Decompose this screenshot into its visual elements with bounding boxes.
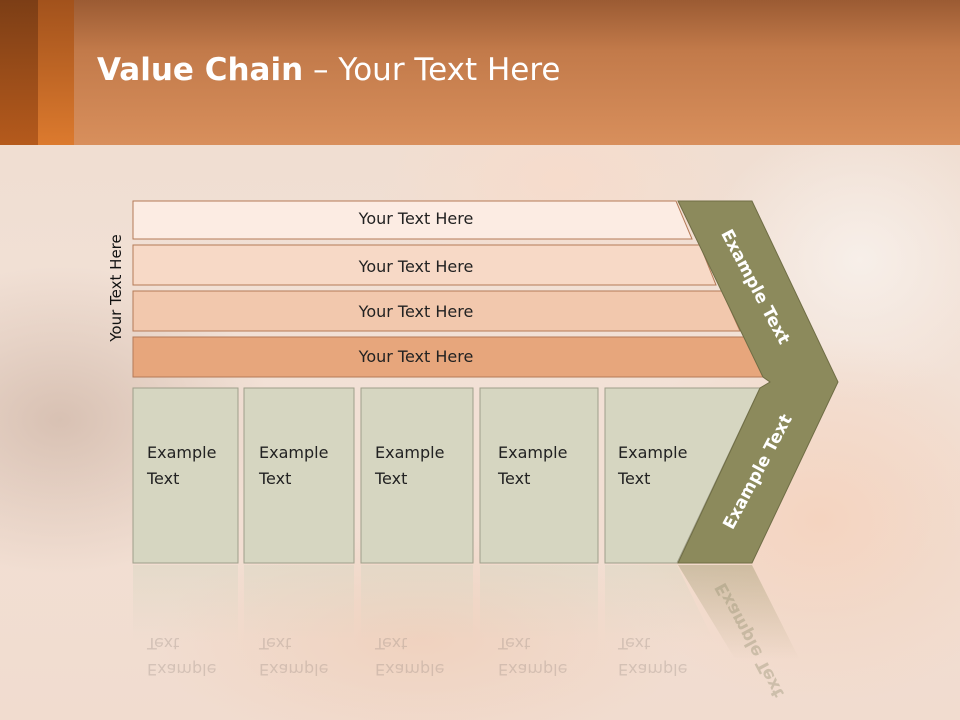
reflection-text: Example Text bbox=[498, 630, 567, 682]
box-label-line: Example bbox=[375, 443, 445, 462]
title-rest: – Your Text Here bbox=[303, 52, 561, 88]
box-label-line: Text bbox=[498, 469, 531, 488]
reflection-line: Example bbox=[498, 660, 568, 679]
reflection-box bbox=[133, 565, 238, 695]
support-row-3[interactable] bbox=[132, 290, 741, 332]
margin-chevron[interactable] bbox=[677, 200, 839, 564]
reflection-box bbox=[480, 565, 598, 695]
title-bold: Value Chain bbox=[97, 52, 304, 88]
support-row-1-label: Your Text Here bbox=[358, 209, 474, 228]
reflection-chevron bbox=[678, 565, 820, 700]
reflection-line: Example bbox=[259, 660, 329, 679]
reflection-line: Text bbox=[147, 634, 180, 653]
header-banner: Value Chain – Your Text Here bbox=[0, 0, 960, 145]
box-label-line: Example bbox=[147, 443, 217, 462]
reflection-box bbox=[605, 565, 740, 695]
primary-box-3[interactable] bbox=[360, 387, 474, 564]
primary-box-4[interactable] bbox=[479, 387, 599, 564]
primary-box-5[interactable] bbox=[604, 387, 761, 564]
primary-box-2-label: Example Text bbox=[259, 440, 328, 492]
primary-box-3-label: Example Text bbox=[375, 440, 444, 492]
reflection-line: Text bbox=[259, 634, 292, 653]
reflection-box bbox=[244, 565, 354, 695]
reflection-text: Example Text bbox=[147, 630, 216, 682]
reflection-line: Text bbox=[618, 634, 651, 653]
box-label-line: Text bbox=[259, 469, 292, 488]
box-label-line: Example bbox=[498, 443, 568, 462]
reflection-text: Example Text bbox=[259, 630, 328, 682]
reflection-text: Example Text bbox=[618, 630, 687, 682]
reflection-line: Example bbox=[375, 660, 445, 679]
reflection-text: Example Text bbox=[375, 630, 444, 682]
reflection-line: Example bbox=[618, 660, 688, 679]
box-label-line: Text bbox=[375, 469, 408, 488]
support-row-1[interactable] bbox=[132, 200, 693, 240]
primary-box-1[interactable] bbox=[132, 387, 239, 564]
slide-title[interactable]: Value Chain – Your Text Here bbox=[97, 52, 560, 88]
primary-box-1-label: Example Text bbox=[147, 440, 216, 492]
primary-box-4-label: Example Text bbox=[498, 440, 567, 492]
box-label-line: Text bbox=[147, 469, 180, 488]
reflection-box bbox=[361, 565, 473, 695]
support-row-2[interactable] bbox=[132, 244, 717, 286]
support-row-4-label: Your Text Here bbox=[358, 347, 474, 366]
header-accent-bar bbox=[38, 0, 74, 145]
support-row-3-label: Your Text Here bbox=[358, 302, 474, 321]
box-label-line: Text bbox=[618, 469, 651, 488]
reflection-line: Example bbox=[147, 660, 217, 679]
primary-box-2[interactable] bbox=[243, 387, 355, 564]
header-accent-bar bbox=[0, 0, 38, 145]
reflection-line: Text bbox=[375, 634, 408, 653]
box-label-line: Example bbox=[259, 443, 329, 462]
support-row-2-label: Your Text Here bbox=[358, 257, 474, 276]
box-label-line: Example bbox=[618, 443, 688, 462]
reflection-line: Text bbox=[498, 634, 531, 653]
primary-box-5-label: Example Text bbox=[618, 440, 687, 492]
